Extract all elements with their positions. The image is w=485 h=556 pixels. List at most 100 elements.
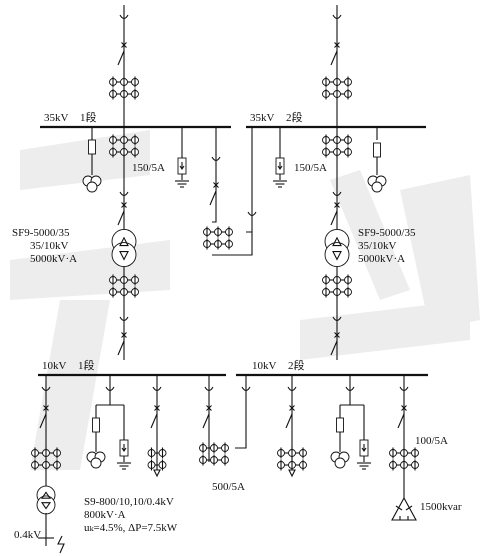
delta-symbol bbox=[119, 236, 129, 247]
pt-10kv-left bbox=[86, 451, 106, 469]
label-35kv-left-section: 1段 bbox=[80, 110, 97, 124]
breaker-cross bbox=[43, 405, 49, 411]
arrester-arrow bbox=[361, 444, 367, 452]
pt-winding bbox=[86, 181, 98, 193]
breaker-blade bbox=[209, 190, 217, 206]
withdrawable-contact bbox=[119, 316, 129, 322]
withdrawable-contact bbox=[241, 386, 251, 392]
circuit-breaker bbox=[330, 42, 340, 66]
breaker-blade bbox=[39, 413, 47, 429]
breaker-blade bbox=[150, 413, 158, 429]
breaker-blade bbox=[397, 413, 405, 429]
withdrawable-contact bbox=[399, 386, 409, 392]
station-transformer bbox=[36, 485, 56, 515]
breaker-cross bbox=[334, 202, 340, 208]
label-tr-right-capacity: 5000kV·A bbox=[358, 253, 405, 265]
circuit-breaker bbox=[39, 405, 49, 429]
breaker-blade bbox=[330, 340, 338, 356]
delta-symbol bbox=[332, 236, 342, 247]
breaker-cross bbox=[121, 42, 127, 48]
winding-secondary bbox=[324, 242, 350, 268]
watermark bbox=[10, 130, 480, 470]
circuit-breaker bbox=[117, 332, 127, 356]
breaker-blade bbox=[330, 210, 338, 226]
label-tr-left-ratio: 35/10kV bbox=[30, 240, 69, 252]
delta-symbol bbox=[119, 251, 129, 261]
breaker-cross bbox=[154, 405, 160, 411]
breaker-cross bbox=[401, 405, 407, 411]
circuit-breaker bbox=[117, 42, 127, 66]
arrester-10kv-left bbox=[119, 439, 129, 457]
bus-tie-wire bbox=[212, 231, 253, 256]
breaker-cross bbox=[213, 182, 219, 188]
ct-35kv-incomer-right bbox=[322, 76, 352, 100]
circuit-breaker bbox=[330, 202, 340, 226]
label-10kv-left-section: 1段 bbox=[78, 358, 95, 372]
withdrawable-contact bbox=[119, 191, 129, 197]
delta-symbol bbox=[40, 491, 52, 499]
fuse-pt-35kv-right bbox=[373, 142, 381, 158]
breaker-cross bbox=[334, 42, 340, 48]
ct-10kv-station-tr bbox=[31, 447, 61, 471]
label-ct-10-right: 100/5A bbox=[415, 435, 448, 447]
label-10kv-right-section: 2段 bbox=[288, 358, 305, 372]
withdrawable-contact bbox=[204, 386, 214, 392]
delta-symbol bbox=[332, 251, 342, 261]
withdrawable-contact bbox=[119, 14, 129, 20]
circuit-breaker bbox=[397, 405, 407, 429]
circuit-breaker bbox=[330, 332, 340, 356]
feeder-arrow bbox=[153, 469, 161, 478]
label-35kv-right-section: 2段 bbox=[286, 110, 303, 124]
breaker-cross bbox=[121, 332, 127, 338]
feeder-arrow bbox=[288, 469, 296, 478]
label-tr-right-model: SF9-5000/35 bbox=[358, 227, 416, 239]
arrester-arrow bbox=[179, 162, 185, 170]
circuit-breaker bbox=[150, 405, 160, 429]
capacitor-bank-icon bbox=[391, 496, 417, 521]
breaker-blade bbox=[117, 50, 125, 66]
ground-icon bbox=[273, 180, 287, 188]
breaker-cross bbox=[206, 405, 212, 411]
label-station-tr-capacity: 800kV·A bbox=[84, 509, 126, 521]
label-ct-tie: 500/5A bbox=[212, 481, 245, 493]
label-tr-right-ratio: 35/10kV bbox=[358, 240, 397, 252]
pt-10kv-right bbox=[330, 451, 350, 469]
breaker-blade bbox=[285, 413, 293, 429]
main-transformer-left bbox=[111, 228, 137, 268]
circuit-breaker bbox=[202, 405, 212, 429]
capacitor-plate bbox=[395, 505, 403, 511]
label-10kv-right: 10kV bbox=[252, 360, 277, 372]
withdrawable-contact bbox=[211, 156, 221, 162]
ct-10kv-feeder-right bbox=[277, 447, 307, 471]
label-station-tr-params: uₖ=4.5%, ΔP=7.5kW bbox=[84, 522, 178, 534]
withdrawable-contact bbox=[105, 386, 115, 392]
fuse-pt-35kv-left bbox=[88, 139, 96, 155]
label-35kv-left: 35kV bbox=[44, 112, 69, 124]
pt-winding bbox=[371, 181, 383, 193]
ground-icon bbox=[357, 462, 371, 470]
label-low-voltage: 0.4kV bbox=[14, 529, 41, 541]
breaker-blade bbox=[117, 340, 125, 356]
ground-icon bbox=[117, 462, 131, 470]
circuit-breaker bbox=[209, 182, 219, 206]
ct-10kv-transformer-left bbox=[109, 274, 139, 298]
winding-secondary bbox=[111, 242, 137, 268]
circuit-breaker bbox=[285, 405, 295, 429]
withdrawable-contact bbox=[287, 386, 297, 392]
label-station-tr-model: S9-800/10,10/0.4kV bbox=[84, 496, 174, 508]
ground-icon bbox=[175, 180, 189, 188]
label-ct-35-right: 150/5A bbox=[294, 162, 327, 174]
breaker-cross bbox=[289, 405, 295, 411]
fuse-pt-10kv-left bbox=[92, 417, 100, 433]
withdrawable-contact bbox=[152, 386, 162, 392]
label-ct-35-left: 150/5A bbox=[132, 162, 165, 174]
ct-35kv-left-bay bbox=[109, 134, 139, 158]
breaker-cross bbox=[334, 332, 340, 338]
circuit-breaker bbox=[117, 202, 127, 226]
withdrawable-contact bbox=[332, 316, 342, 322]
breaker-blade bbox=[202, 413, 210, 429]
ct-bus-tie-35kv bbox=[203, 226, 233, 250]
pt-winding bbox=[334, 457, 346, 469]
withdrawable-contact bbox=[332, 191, 342, 197]
